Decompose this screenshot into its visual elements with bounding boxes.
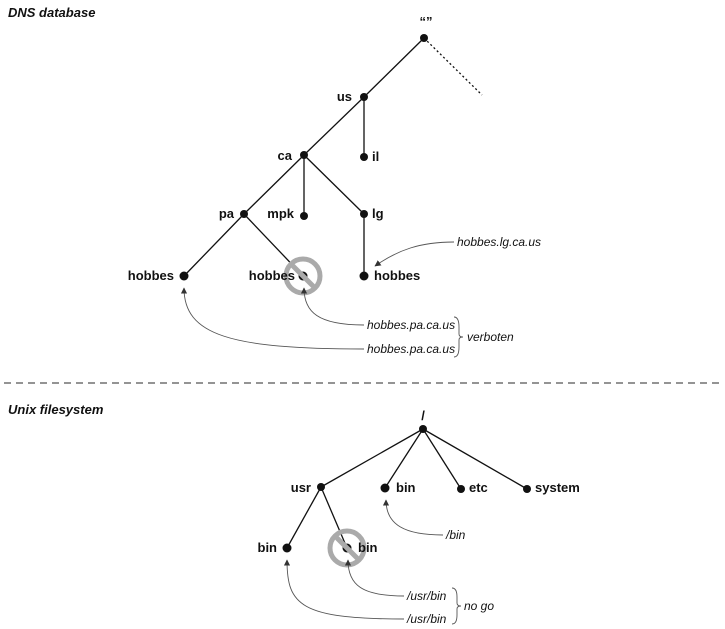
- node-etc: [457, 485, 465, 493]
- dns-tree-nodes: [179, 34, 428, 281]
- node-bin: [380, 483, 390, 493]
- label-etc: etc: [469, 480, 488, 495]
- annotation-bin: /bin: [445, 528, 466, 542]
- annotation-hobbes-pa-1: hobbes.pa.ca.us: [367, 318, 455, 332]
- dns-tree-labels: “” us ca il pa mpk lg hobbes hobbes hobb…: [128, 14, 433, 283]
- unix-tree-labels: / usr bin etc system bin bin: [258, 408, 580, 555]
- annotation-hobbes-pa-2: hobbes.pa.ca.us: [367, 342, 455, 356]
- edge-ca-lg: [303, 154, 365, 215]
- unix-root-label: /: [421, 408, 425, 423]
- node-hobbes-lg: [359, 271, 369, 281]
- label-il: il: [372, 149, 379, 164]
- node-lg: [360, 210, 368, 218]
- arrow-to-usr-bin: [283, 559, 405, 620]
- label-ca: ca: [278, 148, 293, 163]
- edge-ca-pa: [243, 154, 305, 215]
- annotation-verdict-unix: no go: [464, 599, 494, 613]
- dns-root-node: [420, 34, 428, 42]
- label-system: system: [535, 480, 580, 495]
- label-us: us: [337, 89, 352, 104]
- arrow-to-hobbes-forbidden: [300, 287, 365, 326]
- edge-root-more: [423, 37, 483, 96]
- edge-root-us: [363, 37, 425, 98]
- node-ca: [300, 151, 308, 159]
- node-pa: [240, 210, 248, 218]
- label-usr-bin-2: bin: [358, 540, 378, 555]
- unix-section-title: Unix filesystem: [8, 402, 104, 417]
- edge-root-system: [422, 428, 528, 490]
- dns-root-label: “”: [420, 14, 433, 29]
- node-usr: [317, 483, 325, 491]
- edge-root-bin: [384, 428, 424, 489]
- label-mpk: mpk: [267, 206, 295, 221]
- node-il: [360, 153, 368, 161]
- verdict-brace: [453, 316, 464, 358]
- unix-root-node: [419, 425, 427, 433]
- edge-root-usr: [320, 428, 424, 488]
- node-mpk: [300, 212, 308, 220]
- label-pa: pa: [219, 206, 235, 221]
- arrow-to-bin: [382, 499, 444, 536]
- label-bin: bin: [396, 480, 416, 495]
- edge-usr-bin: [286, 486, 322, 549]
- label-hobbes-lg: hobbes: [374, 268, 420, 283]
- label-hobbes-pa: hobbes: [128, 268, 174, 283]
- dns-section-title: DNS database: [8, 5, 95, 20]
- node-system: [523, 485, 531, 493]
- unix-tree-edges: [286, 428, 528, 549]
- arrow-to-hobbes-pa: [180, 287, 365, 350]
- edge-root-etc: [422, 428, 462, 490]
- node-us: [360, 93, 368, 101]
- unix-annotations: /bin /usr/bin /usr/bin no go: [283, 499, 494, 626]
- node-usr-bin-1: [282, 543, 292, 553]
- edge-pa-hobbes: [183, 213, 245, 277]
- verdict-brace: [451, 587, 462, 625]
- node-hobbes-pa: [179, 271, 189, 281]
- label-usr: usr: [291, 480, 311, 495]
- label-hobbes-mpk: hobbes: [249, 268, 295, 283]
- label-lg: lg: [372, 206, 384, 221]
- label-usr-bin-1: bin: [258, 540, 278, 555]
- annotation-usr-bin-1: /usr/bin: [406, 589, 447, 603]
- arrow-to-usr-bin-forbidden: [344, 559, 405, 597]
- edge-us-ca: [303, 96, 365, 156]
- edge-usr-bin-forbidden: [320, 486, 348, 549]
- annotation-verdict-dns: verboten: [467, 330, 514, 344]
- annotation-usr-bin-2: /usr/bin: [406, 612, 447, 626]
- dns-annotations: hobbes.lg.ca.us hobbes.pa.ca.us hobbes.p…: [180, 235, 541, 358]
- arrow-to-hobbes-lg: [374, 241, 455, 267]
- unix-tree-nodes: [282, 425, 531, 553]
- annotation-hobbes-lg: hobbes.lg.ca.us: [457, 235, 541, 249]
- dns-tree-edges: [183, 37, 483, 277]
